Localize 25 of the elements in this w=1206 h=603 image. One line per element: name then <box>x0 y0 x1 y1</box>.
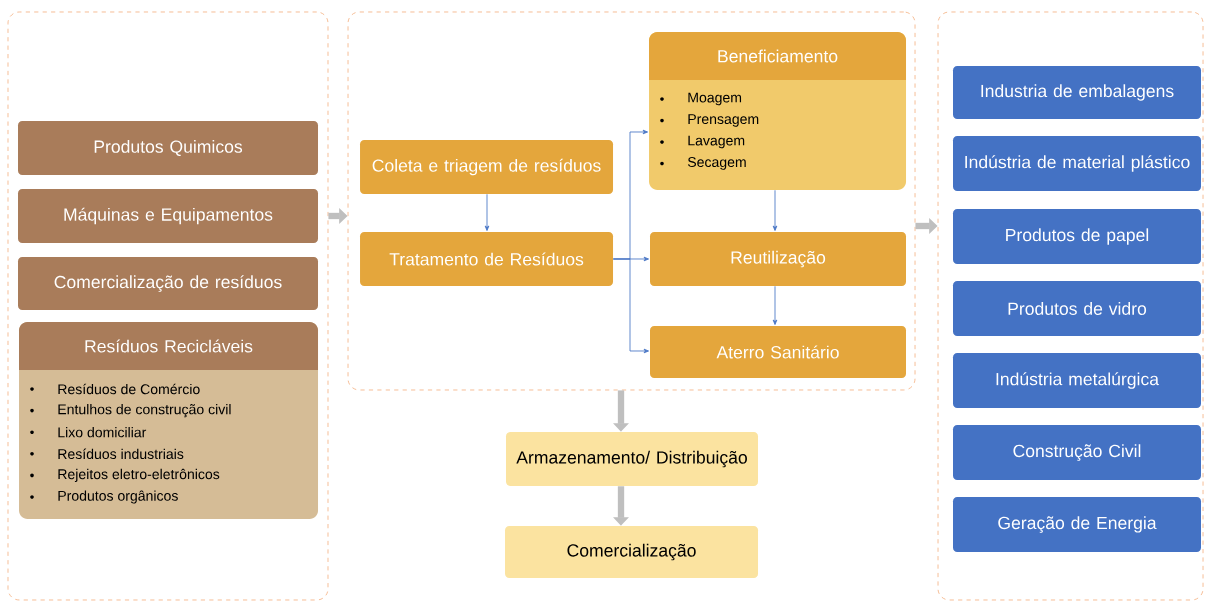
industry-box: Geração de Energia <box>953 496 1201 552</box>
dashed-panel <box>7 11 329 601</box>
arrow <box>484 193 490 231</box>
category-box: Comercialização de resíduos <box>18 256 318 310</box>
step-box: Armazenamento/ Distribuição <box>506 432 758 486</box>
industry-box: Produtos de vidro <box>953 280 1201 336</box>
arrow <box>772 285 778 325</box>
industry-box: Indústria de material plástico <box>953 135 1201 191</box>
process-box: Reutilização <box>650 232 906 286</box>
arrow <box>612 258 649 354</box>
process-box: Coleta e triagem de resíduos <box>360 140 614 194</box>
dashed-panel <box>347 11 916 391</box>
process-box: Tratamento de Resíduos <box>360 232 614 286</box>
category-box: Máquinas e Equipamentos <box>18 189 318 243</box>
industry-box: Construção Civil <box>953 424 1201 480</box>
industry-box: Indústria metalúrgica <box>953 353 1201 408</box>
process-list-box: Beneficiamento Moagem Prensagem Lavagem Secagem <box>649 32 906 190</box>
step-box: Comercialização <box>505 526 759 578</box>
process-box: Aterro Sanitário <box>650 326 906 378</box>
category-box: Produtos Quimicos <box>18 121 318 175</box>
dashed-panel <box>937 11 1204 601</box>
industry-box: Industria de embalagens <box>953 65 1201 119</box>
arrow <box>772 189 778 231</box>
category-list-box: Resíduos Recicláveis Resíduos de Comércio Entulhos de construção civil Lixo domiciliar Resíduos industriais Rejeitos eletro-eletrônicos Produtos orgânicos <box>19 322 319 519</box>
industry-box: Produtos de papel <box>953 209 1201 264</box>
